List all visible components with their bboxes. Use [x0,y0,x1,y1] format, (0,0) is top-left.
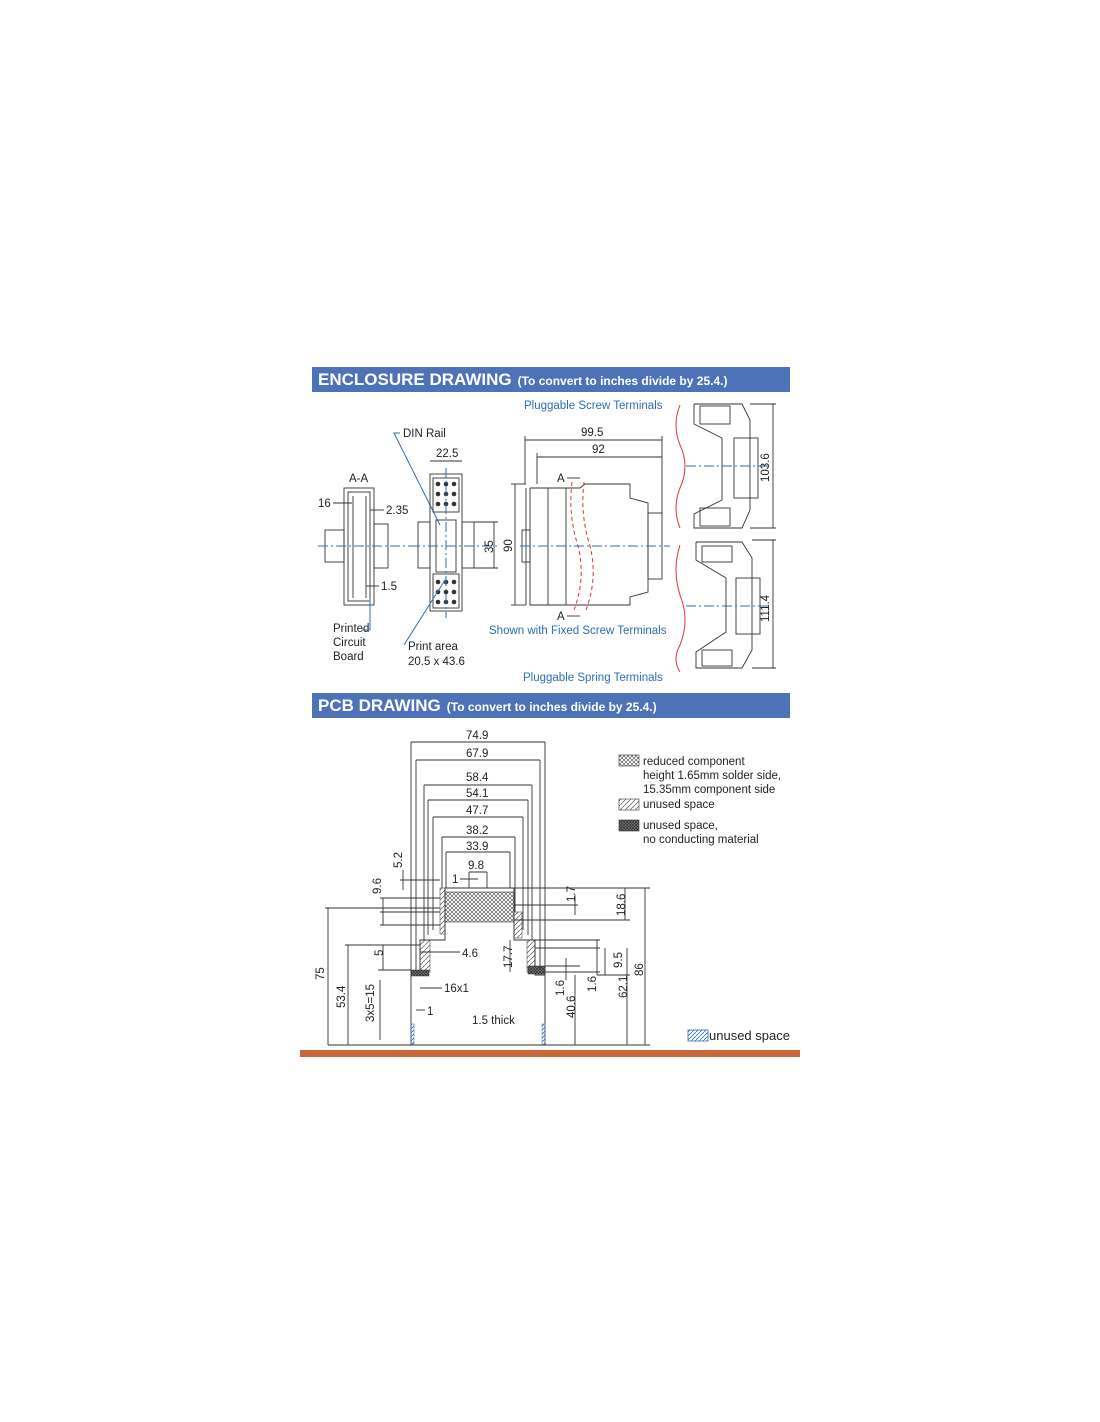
legend-swatch-nocond [618,819,640,832]
dim-67-9: 67.9 [466,748,488,760]
dim-40-6: 40.6 [566,996,578,1018]
pcb-label-1: Printed [333,623,369,635]
dim-5-2: 5.2 [393,852,405,868]
dim-33-9: 33.9 [466,841,488,853]
pluggable-spring-label: Pluggable Spring Terminals [523,672,663,684]
side-view: 99.5 92 90 A A Shown with Fixed Screw Te… [489,427,670,637]
legend-swatch-reduced [618,754,640,767]
dim-16x1: 16x1 [444,983,469,995]
legend-reduced-2: height 1.65mm solder side, [643,770,781,782]
section-mark-bottom: A [557,611,565,623]
dim-1-6-b: 1.6 [587,976,599,992]
dim-3x5: 3x5=15 [365,984,377,1022]
pluggable-screw-view: Pluggable Screw Terminals 103.6 [524,400,776,529]
dim-9-5: 9.5 [613,952,625,968]
dim-99-5: 99.5 [581,427,603,439]
dim-1-bottom: 1 [427,1006,433,1018]
pcb-label-2: Circuit [333,637,366,649]
dim-111-4: 111.4 [760,594,772,622]
enclosure-drawing-banner: ENCLOSURE DRAWING (To convert to inches … [312,367,790,392]
dim-5: 5 [374,950,386,956]
section-a-a-view: A-A 16 2.35 1.5 Printed Circuit Board [318,473,410,663]
dim-58-4: 58.4 [466,772,489,784]
pcb-subtitle: (To convert to inches divide by 25.4.) [446,700,657,714]
dim-35: 35 [484,540,496,553]
legend-swatch-unused-blue [687,1029,709,1042]
fixed-screw-label: Shown with Fixed Screw Terminals [489,625,667,637]
front-view: DIN Rail 22.5 35 Print area 20.5 x 43.6 [393,428,498,668]
pluggable-spring-view: 111.4 Pluggable Spring Terminals [523,539,776,684]
dim-47-7: 47.7 [466,805,488,817]
print-area-label-1: Print area [408,641,458,653]
dim-18-6: 18.6 [616,894,628,916]
din-rail-label: DIN Rail [403,428,446,440]
dim-4-6: 4.6 [462,948,478,960]
legend-nocond-2: no conducting material [643,834,759,846]
legend-reduced-1: reduced component [643,756,745,768]
legend-nocond-1: unused space, [643,820,718,832]
pcb-label-3: Board [333,651,364,663]
print-area-label-2: 20.5 x 43.6 [408,656,465,668]
enclosure-subtitle: (To convert to inches divide by 25.4.) [517,374,728,388]
legend-swatch-unused [618,798,640,811]
dim-17-7: 17.7 [503,946,515,968]
dim-1-5: 1.5 [381,581,397,593]
dim-2-35: 2.35 [386,505,408,517]
dim-75: 75 [315,967,327,980]
pcb-outline: 1.5 thick [410,887,546,1046]
dim-74-9: 74.9 [466,730,488,742]
footer-rule [300,1050,800,1057]
dim-1-7: 1.7 [566,886,578,902]
pcb-legend: reduced component height 1.65mm solder s… [618,754,790,1043]
dim-9-6: 9.6 [372,878,384,894]
dim-92: 92 [592,444,605,456]
dim-16: 16 [318,498,331,510]
legend-unused-blue: unused space [709,1028,790,1043]
pcb-thickness: 1.5 thick [472,1015,515,1027]
dim-53-4: 53.4 [336,985,348,1008]
dim-86: 86 [634,963,646,976]
dim-22-5: 22.5 [436,448,458,460]
dim-62-1: 62.1 [618,976,630,998]
dim-90: 90 [503,539,515,552]
section-mark-top: A [557,473,565,485]
section-label: A-A [349,473,369,485]
enclosure-title: ENCLOSURE DRAWING [318,370,512,389]
dim-1-6-a: 1.6 [555,980,567,996]
pcb-drawing-banner: PCB DRAWING (To convert to inches divide… [312,693,790,718]
dim-9-8: 9.8 [468,860,484,872]
pcb-title: PCB DRAWING [318,696,441,715]
dim-103-6: 103.6 [760,453,772,482]
pluggable-screw-label: Pluggable Screw Terminals [524,400,663,412]
pcb-dimensions: 74.9 67.9 58.4 54.1 47.7 38.2 33.9 9.8 1 [315,730,650,1046]
legend-reduced-3: 15.35mm component side [643,784,775,796]
dim-54-1: 54.1 [466,788,488,800]
dim-38-2: 38.2 [466,825,488,837]
legend-unused: unused space [643,799,715,811]
dim-1-top: 1 [452,874,458,886]
